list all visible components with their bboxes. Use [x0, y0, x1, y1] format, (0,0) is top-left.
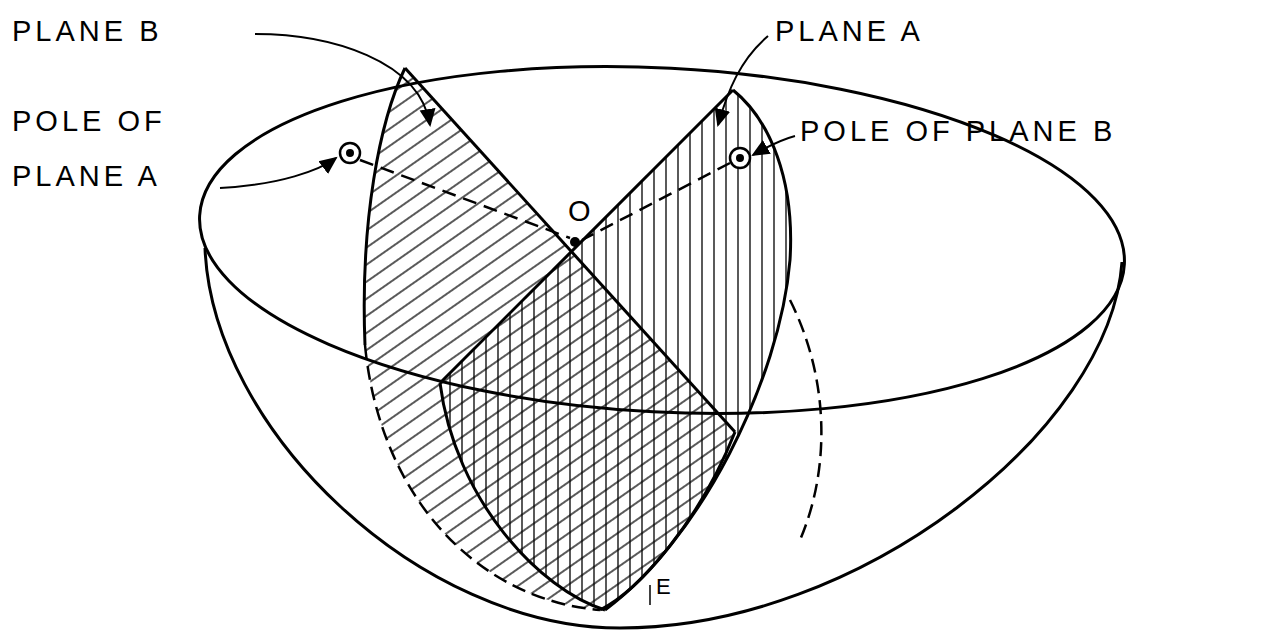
point-label: E — [656, 574, 696, 600]
pole-label: POLE OF PLANE A — [12, 94, 212, 204]
plane-label: PLANE B — [12, 4, 272, 59]
point-label: O — [568, 184, 608, 239]
plane-label: PLANE A — [775, 4, 1035, 59]
pole-label: POLE OF PLANE B — [800, 104, 1260, 159]
